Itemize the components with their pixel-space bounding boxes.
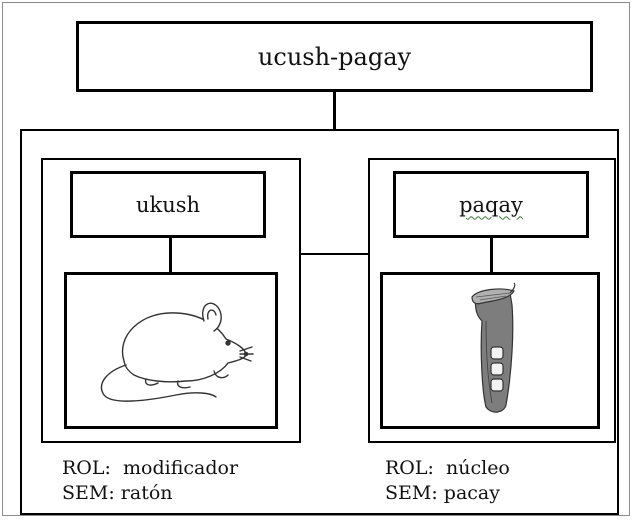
compound-word: ucush-pagay: [257, 42, 412, 71]
left-word-box: ukush: [70, 171, 266, 238]
connector-right: [490, 238, 493, 272]
connector-top: [333, 92, 336, 131]
right-sem-value: pacay: [443, 482, 500, 504]
left-image-box: [64, 272, 278, 429]
outer-frame: [2, 2, 630, 516]
right-word-box: paqay: [393, 171, 589, 238]
left-caption: ROL: modificador SEM: ratón: [62, 456, 238, 506]
left-role-value: modificador: [123, 457, 239, 479]
right-sem-label: SEM:: [385, 482, 438, 504]
connector-left: [169, 238, 172, 272]
right-word: paqay: [459, 192, 523, 217]
right-image-box: [380, 272, 600, 429]
left-sem-value: ratón: [120, 482, 173, 504]
right-role-value: núcleo: [446, 457, 510, 479]
right-caption: ROL: núcleo SEM: pacay: [385, 456, 510, 506]
mouse-icon: [100, 302, 254, 402]
left-role-label: ROL:: [62, 457, 111, 479]
connector-between-panels: [301, 253, 368, 255]
left-sem-label: SEM:: [62, 482, 115, 504]
pacay-pod-icon: [471, 282, 516, 413]
right-role-label: ROL:: [385, 457, 434, 479]
compound-word-box: ucush-pagay: [76, 21, 593, 92]
left-word: ukush: [135, 192, 201, 217]
